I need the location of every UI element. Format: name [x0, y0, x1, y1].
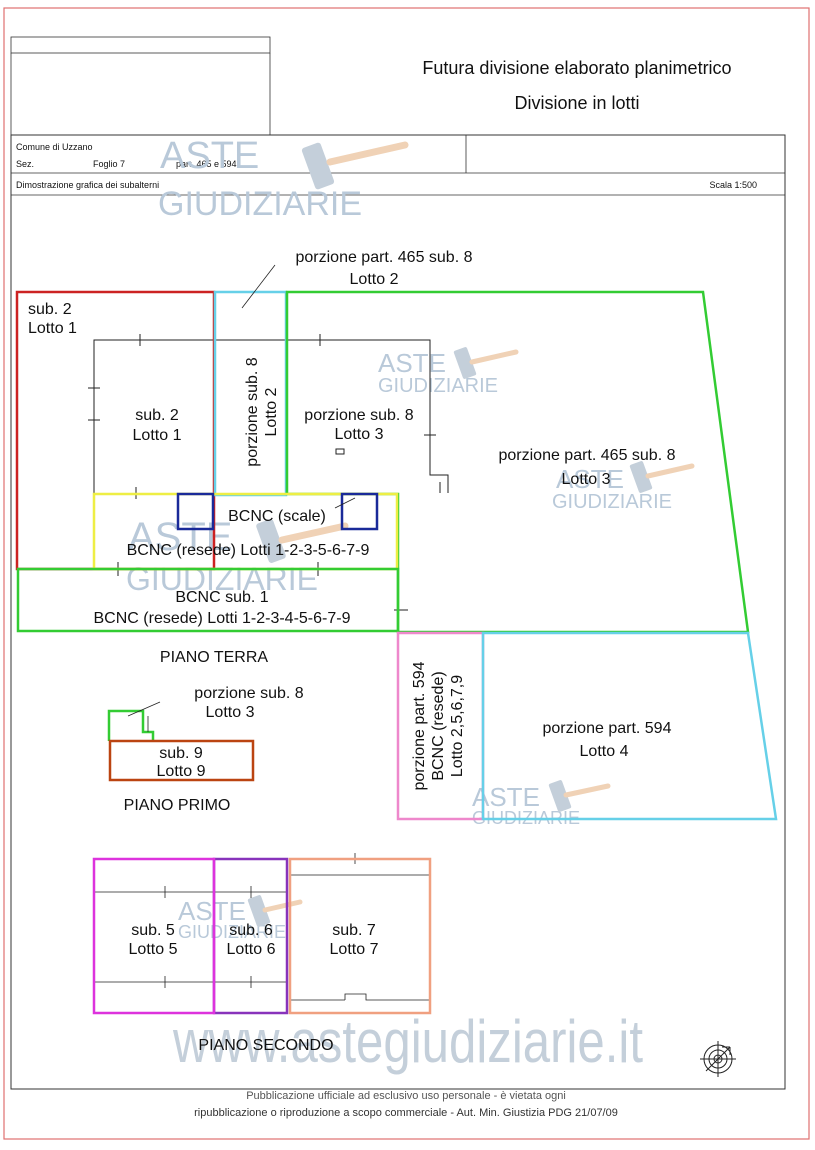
svg-text:sub. 9: sub. 9	[159, 745, 203, 762]
drawing-border	[10, 134, 786, 1090]
label-piano-primo: PIANO PRIMO	[124, 797, 231, 814]
label-porzione-sub8-lotto3: porzione sub. 8 Lotto 3	[304, 407, 414, 443]
gavel-icon	[247, 895, 303, 927]
label-bcnc-resede: BCNC (resede) Lotti 1-2-3-5-6-7-9	[127, 542, 370, 559]
svg-text:porzione part. 465 sub. 8: porzione part. 465 sub. 8	[295, 249, 472, 266]
svg-text:Lotto 5: Lotto 5	[129, 941, 178, 958]
area-bcnc-scale-right	[340, 492, 379, 531]
svg-text:ASTE: ASTE	[556, 464, 624, 494]
area-bcnc-scale-left	[176, 492, 215, 531]
label-porzione-594-lotto4: porzione part. 594 Lotto 4	[543, 720, 672, 760]
secondo-inner-lines	[94, 853, 430, 1001]
svg-text:GIUDIZIARIE: GIUDIZIARIE	[126, 561, 318, 597]
svg-text:sub. 2: sub. 2	[135, 407, 179, 424]
scala-label: Scala 1:500	[709, 180, 757, 190]
svg-text:Lotto 2: Lotto 2	[350, 271, 399, 288]
svg-text:porzione sub. 8: porzione sub. 8	[244, 357, 261, 467]
area-sub7-lotto7	[288, 857, 432, 1015]
svg-text:GIUDIZIARIE: GIUDIZIARIE	[378, 375, 498, 397]
svg-text:porzione sub. 8: porzione sub. 8	[304, 407, 414, 424]
label-piano-secondo: PIANO SECONDO	[198, 1037, 333, 1054]
subtitle: Divisione in lotti	[514, 93, 639, 113]
gavel-icon	[629, 461, 695, 493]
area-primo-sub8	[107, 709, 155, 741]
sheet-frame	[3, 7, 810, 1140]
watermark-site: www.astegiudiziarie.it	[172, 1008, 643, 1075]
comune-label: Comune di Uzzano	[16, 142, 93, 152]
svg-text:BCNC (resede): BCNC (resede)	[430, 671, 447, 780]
svg-text:porzione sub. 8: porzione sub. 8	[194, 685, 304, 702]
svg-text:sub. 7: sub. 7	[332, 922, 376, 939]
sez-label: Sez.	[16, 159, 34, 169]
label-sub2-outer: sub. 2 Lotto 1	[28, 301, 77, 337]
label-sub6: sub. 6 Lotto 6	[227, 922, 276, 958]
svg-text:Lotto 9: Lotto 9	[157, 763, 206, 780]
label-sub2-inner: sub. 2 Lotto 1	[133, 407, 182, 444]
area-sub9-lotto9	[108, 739, 255, 782]
label-porzione-sub8-vertical: porzione sub. 8 Lotto 2	[244, 357, 280, 467]
dimostrazione-label: Dimostrazione grafica dei subalterni	[16, 180, 159, 190]
watermark-aste-6: ASTE GIUDIZIARIE	[178, 895, 303, 942]
label-sub9: sub. 9 Lotto 9	[157, 745, 206, 780]
foglio-label: Foglio 7	[93, 159, 125, 169]
svg-text:Lotto 2,5,6,7,9: Lotto 2,5,6,7,9	[449, 675, 466, 777]
title: Futura divisione elaborato planimetrico	[422, 58, 731, 78]
gavel-icon	[548, 780, 611, 812]
svg-text:Lotto 2: Lotto 2	[263, 387, 280, 436]
svg-text:Lotto 1: Lotto 1	[133, 427, 182, 444]
svg-text:ASTE: ASTE	[160, 135, 259, 177]
gavel-icon	[256, 519, 349, 563]
label-primo-sub8: porzione sub. 8 Lotto 3	[194, 685, 304, 721]
svg-text:GIUDIZIARIE: GIUDIZIARIE	[158, 185, 362, 223]
watermark-aste-2: ASTE GIUDIZIARIE	[378, 347, 519, 397]
svg-text:GIUDIZIARIE: GIUDIZIARIE	[178, 922, 286, 942]
label-porzione-465-lotto3: porzione part. 465 sub. 8 Lotto 3	[498, 447, 675, 488]
label-sub5: sub. 5 Lotto 5	[129, 922, 178, 958]
area-sub5-lotto5	[92, 857, 216, 1015]
svg-text:GIUDIZIARIE: GIUDIZIARIE	[552, 491, 672, 513]
svg-text:sub. 2: sub. 2	[28, 301, 72, 318]
svg-text:porzione part. 594: porzione part. 594	[543, 720, 672, 737]
svg-text:porzione part. 594: porzione part. 594	[411, 661, 428, 790]
svg-text:Lotto 3: Lotto 3	[562, 471, 611, 488]
leader-line-primo	[127, 701, 161, 717]
watermark-aste-5: ASTE GIUDIZIARIE	[472, 780, 611, 828]
building-outline	[88, 334, 449, 611]
part-label: part. 465 e 594	[176, 159, 237, 169]
svg-text:sub. 6: sub. 6	[229, 922, 273, 939]
watermark-aste-1: ASTE GIUDIZIARIE	[158, 135, 409, 223]
svg-text:Lotto 7: Lotto 7	[330, 941, 379, 958]
watermark-aste-3: ASTE GIUDIZIARIE	[552, 461, 695, 513]
svg-text:Lotto 1: Lotto 1	[28, 320, 77, 337]
area-bcnc-sub1	[16, 567, 400, 633]
label-bcnc-sub1: BCNC sub. 1 BCNC (resede) Lotti 1-2-3-4-…	[94, 589, 351, 627]
north-compass-icon	[700, 1041, 736, 1077]
label-porzione-594-vertical: porzione part. 594 BCNC (resede) Lotto 2…	[411, 661, 466, 790]
svg-text:Lotto 3: Lotto 3	[335, 426, 384, 443]
gavel-icon	[453, 347, 519, 379]
svg-text:sub. 5: sub. 5	[131, 922, 175, 939]
label-bcnc-scale: BCNC (scale)	[228, 508, 326, 525]
svg-text:Lotto 6: Lotto 6	[227, 941, 276, 958]
area-porzione-594-lotto4	[481, 631, 778, 821]
footer-line2: ripubblicazione o riproduzione a scopo c…	[194, 1107, 618, 1119]
header-box-top	[10, 36, 271, 54]
leader-line-scale	[334, 497, 356, 509]
leader-line-465	[241, 264, 276, 309]
label-sub7: sub. 7 Lotto 7	[330, 922, 379, 958]
svg-text:Lotto 3: Lotto 3	[206, 704, 255, 721]
label-piano-terra: PIANO TERRA	[160, 649, 269, 666]
svg-text:Lotto 4: Lotto 4	[580, 743, 629, 760]
footer-line1: Pubblicazione ufficiale ad esclusivo uso…	[246, 1090, 566, 1102]
gavel-icon	[301, 141, 409, 190]
svg-text:BCNC sub. 1: BCNC sub. 1	[175, 589, 268, 606]
svg-text:porzione part. 465 sub. 8: porzione part. 465 sub. 8	[498, 447, 675, 464]
svg-text:BCNC (resede) Lotti 1-2-3-4-5-: BCNC (resede) Lotti 1-2-3-4-5-6-7-9	[94, 610, 351, 627]
svg-text:ASTE: ASTE	[178, 896, 246, 926]
label-callout-465: porzione part. 465 sub. 8 Lotto 2	[295, 249, 472, 288]
svg-text:ASTE: ASTE	[378, 348, 446, 378]
